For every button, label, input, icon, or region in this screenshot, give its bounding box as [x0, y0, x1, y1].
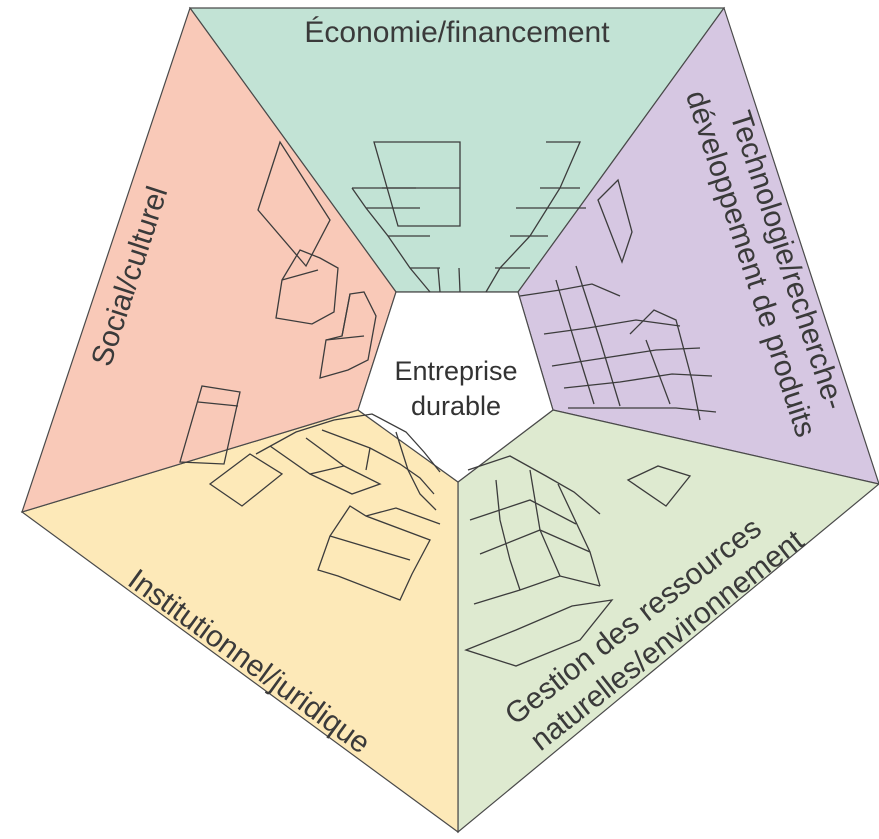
- label-economy: Économie/financement: [304, 16, 610, 49]
- center-pentagon: [357, 291, 554, 483]
- center-label-line1: Entreprise: [394, 356, 517, 386]
- perspective-frames: [179, 140, 717, 667]
- center-label-line2: durable: [411, 391, 501, 421]
